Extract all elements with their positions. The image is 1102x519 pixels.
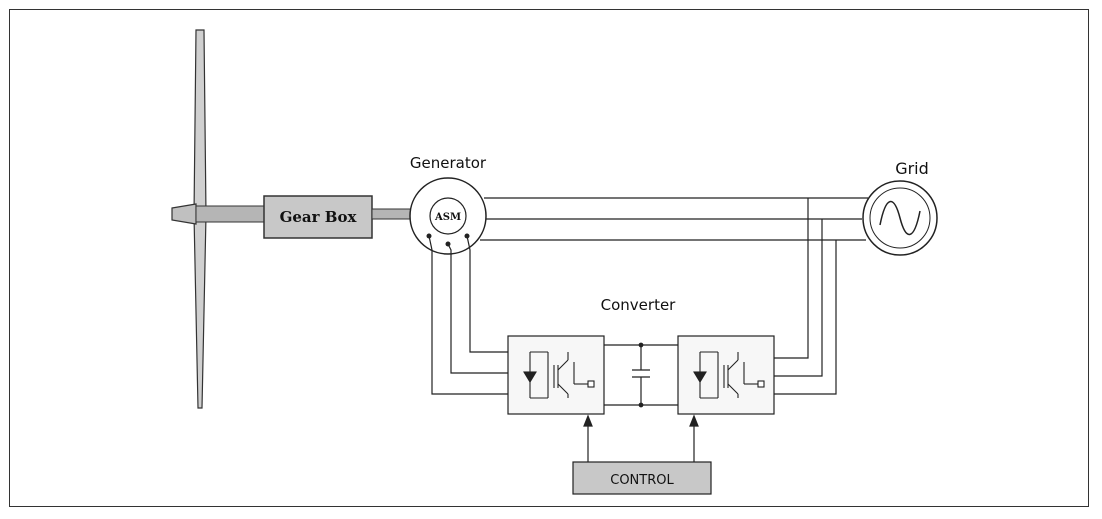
main-shaft [195,205,265,223]
generator-inner [429,197,467,235]
converter-box-grid-side [677,335,775,415]
igbt-diode-icon-2 [693,351,765,399]
diagram-frame [9,9,1089,507]
rotor-hub [171,203,197,225]
grid-label: Grid [895,159,929,178]
control-box [572,461,712,495]
sine-wave-icon [879,200,921,236]
converter-label: Converter [601,296,677,314]
control-arrows [583,414,699,462]
control-label: CONTROL [610,473,674,488]
converter-grid-lines [774,198,837,395]
asm-label: ASM [434,212,461,223]
converter-box-rotor-side [507,335,605,415]
rotor-converter-lines [428,235,508,395]
gear-box-label: Gear Box [280,208,358,226]
gear-box [263,195,373,239]
generator-label: Generator [410,154,487,172]
dc-link [604,342,678,408]
high-speed-shaft [371,208,415,220]
igbt-diode-icon [523,351,595,399]
stator-grid-lines [480,197,868,241]
